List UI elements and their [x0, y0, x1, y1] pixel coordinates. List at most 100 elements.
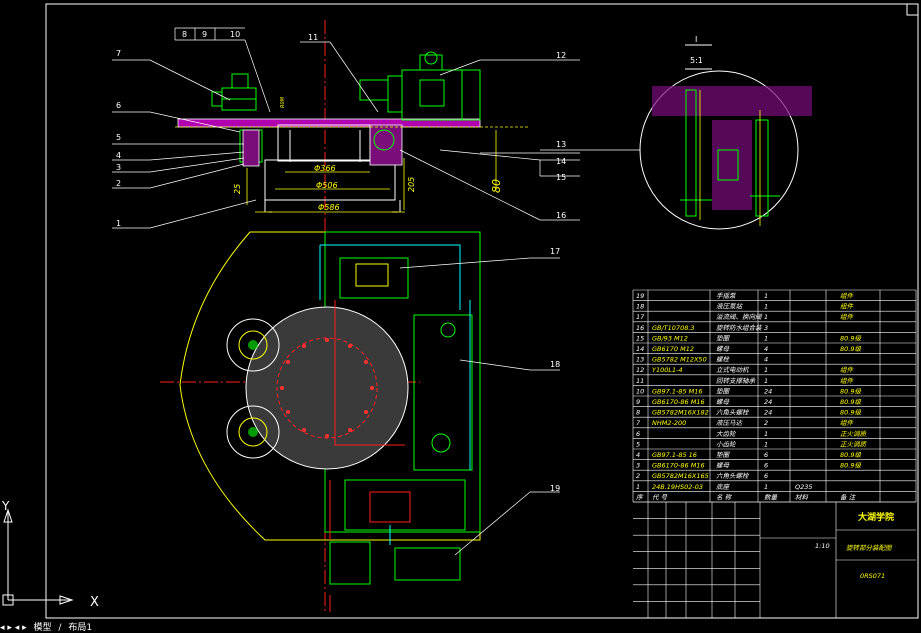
- dim-d586: Φ586: [318, 203, 340, 212]
- bom-cell-name: 垫圈: [716, 334, 731, 342]
- bom-cell-note: 正火调质: [840, 440, 868, 448]
- bom-cell-name: 液压泵站: [716, 303, 744, 311]
- bom-cell-qty: 2: [764, 419, 768, 427]
- bom-cell-name: 小齿轮: [716, 440, 737, 448]
- part-label-6: 6: [116, 101, 121, 110]
- part-label-9: 9: [202, 30, 207, 39]
- drawing-title: 旋转部分装配图: [846, 544, 893, 552]
- bom-cell-no: 15: [636, 334, 644, 342]
- part-label-10: 10: [230, 30, 240, 39]
- part-label-7: 7: [116, 49, 121, 58]
- bom-cell-name: 回转支撑轴承: [716, 377, 757, 385]
- part-label-5: 5: [116, 133, 121, 142]
- bom-cell-qty: 1: [764, 377, 768, 385]
- bom-cell-no: 8: [636, 409, 640, 417]
- bom-cell-note: 80.9级: [840, 334, 861, 342]
- bom-header-name: 名 称: [716, 493, 733, 501]
- bom-cell-qty: 1: [764, 313, 768, 321]
- bom-cell-qty: 4: [764, 356, 768, 364]
- bom-cell-note: 组件: [840, 377, 854, 385]
- bom-cell-name: 螺母: [716, 462, 730, 470]
- bom-cell-no: 1: [636, 483, 640, 491]
- bom-cell-qty: 6: [764, 462, 768, 470]
- bom-cell-note: 组件: [840, 292, 854, 300]
- bom-cell-note: 组件: [840, 419, 854, 427]
- bom-cell-no: 16: [636, 324, 644, 332]
- detail-view: I 5:1: [639, 35, 812, 230]
- bom-cell-note: 组件: [840, 303, 854, 311]
- layout-tabs: ◂ ▸ ◂ ▸ 模型 / 布局1: [0, 623, 93, 633]
- bom-cell-qty: 1: [764, 366, 768, 374]
- leader-lines: [112, 27, 640, 229]
- part-label-17: 17: [550, 247, 560, 256]
- part-label-16: 16: [556, 211, 566, 220]
- bom-cell-name: 六角头螺栓: [716, 472, 750, 480]
- bom-cell-no: 14: [636, 345, 644, 353]
- bom-cell-qty: 1: [764, 292, 768, 300]
- dim-note: R0M: [280, 96, 286, 108]
- bom-cell-qty: 1: [764, 430, 768, 438]
- bom-header-qty: 数量: [764, 493, 779, 501]
- bom-header-mat: 材料: [795, 493, 809, 501]
- bom-cell-code: GB6170-86 M16: [652, 462, 705, 470]
- part-label-1: 1: [116, 219, 121, 228]
- bom-cell-qty: 3: [764, 324, 768, 332]
- bom-cell-no: 4: [636, 451, 640, 459]
- bom-cell-qty: 6: [764, 451, 768, 459]
- bom-header-code: 代 号: [652, 493, 668, 501]
- part-label-8: 8: [182, 30, 187, 39]
- bom-cell-qty: 24: [764, 387, 772, 395]
- bom-cell-qty: 4: [764, 345, 768, 353]
- bom-cell-no: 13: [636, 356, 644, 364]
- dim-d506: Φ506: [316, 181, 338, 190]
- ucs-icon: X Y: [0, 499, 110, 612]
- bom-cell-no: 5: [636, 440, 640, 448]
- bom-cell-note: 80.9级: [840, 462, 861, 470]
- bom-cell-code: NHM2-200: [652, 419, 686, 427]
- detail-scale: 5:1: [690, 56, 703, 65]
- svg-text:X: X: [90, 595, 99, 610]
- bom-cell-name: 螺栓: [716, 356, 731, 364]
- bom-cell-code: 24B.19HS02-03: [652, 483, 703, 491]
- bom-cell-note: 组件: [840, 313, 854, 321]
- bom-cell-code: GB97.1-85 M16: [652, 387, 703, 395]
- bom-cell-no: 19: [636, 292, 644, 300]
- bom-cell-note: 正火调质: [840, 430, 868, 438]
- bom-cell-name: 垫圈: [716, 451, 731, 459]
- detail-label: I: [695, 35, 697, 44]
- section-view: Φ366 Φ506 Φ586 25 205 80 R0M: [175, 51, 530, 213]
- bom-cell-name: 六角头螺栓: [716, 409, 750, 417]
- bom-cell-name: 螺母: [716, 398, 730, 406]
- bom-cell-name: 手摇泵: [716, 292, 737, 300]
- bom-cell-note: 80.9级: [840, 409, 861, 417]
- bom-cell-note: 80.9级: [840, 345, 861, 353]
- drawing-frame: [45, 3, 919, 619]
- dim-d366: Φ366: [314, 164, 336, 173]
- tab-layout1[interactable]: 布局1: [68, 623, 93, 633]
- bom-cell-name: 液压马达: [716, 419, 744, 427]
- tab-model[interactable]: 模型: [33, 623, 52, 633]
- dim-h80: 80: [490, 179, 503, 193]
- bom-cell-name: 底座: [716, 483, 731, 491]
- bom-cell-no: 9: [636, 398, 640, 406]
- bom-cell-qty: 1: [764, 440, 768, 448]
- bom-cell-name: 旋转防水组合装: [716, 324, 763, 332]
- part-label-18: 18: [550, 360, 560, 369]
- bom-cell-name: 大齿轮: [716, 430, 737, 438]
- bom-cell-qty: 1: [764, 303, 768, 311]
- bom-cell-code: GB97.1-85 16: [652, 451, 697, 459]
- part-label-4: 4: [116, 151, 121, 160]
- bom-cell-qty: 6: [764, 472, 768, 480]
- bom-cell-qty: 24: [764, 409, 772, 417]
- bom-cell-no: 6: [636, 430, 640, 438]
- bom-cell-code: GB/T10708.3: [652, 324, 695, 332]
- bom-header-note: 备 注: [840, 493, 857, 501]
- bom-header-no: 序: [636, 493, 644, 501]
- part-label-3: 3: [116, 163, 121, 172]
- dim-h205: 205: [407, 177, 416, 192]
- nav-arrows[interactable]: ◂ ▸ ◂ ▸: [0, 623, 27, 633]
- bom-cell-no: 18: [636, 303, 644, 311]
- bom-cell-code: GB5782M16X182: [652, 409, 709, 417]
- bom-cell-no: 10: [636, 387, 644, 395]
